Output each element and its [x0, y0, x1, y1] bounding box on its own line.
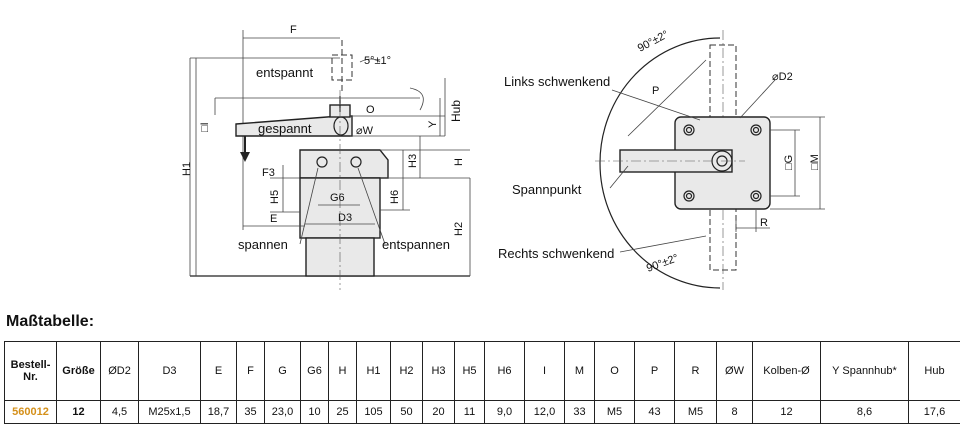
- label-G6: G6: [330, 192, 345, 204]
- label-O: O: [366, 104, 375, 116]
- column-header: I: [524, 341, 565, 401]
- label-F3: F3: [262, 167, 275, 179]
- table-cell: 50: [390, 400, 423, 424]
- table-cell: 23,0: [264, 400, 301, 424]
- label-angle-bottom: 90°±2°: [645, 252, 680, 275]
- table-cell: M25x1,5: [138, 400, 201, 424]
- label-H1: H1: [181, 162, 193, 176]
- table-cell: M5: [674, 400, 717, 424]
- top-view: 90°±2° Links schwenkend P ⌀D2 □G □M Span…: [498, 28, 825, 290]
- column-header: H6: [484, 341, 525, 401]
- table-cell: 12: [56, 400, 101, 424]
- table-cell: 105: [356, 400, 391, 424]
- table-cell: 10: [300, 400, 329, 424]
- label-D3: D3: [338, 212, 352, 224]
- column-header: R: [674, 341, 717, 401]
- label-F: F: [290, 24, 297, 36]
- table-cell: 11: [454, 400, 485, 424]
- column-header: D3: [138, 341, 201, 401]
- label-P: P: [652, 85, 659, 97]
- column-header: P: [634, 341, 675, 401]
- column-header: H1: [356, 341, 391, 401]
- label-H5: H5: [269, 190, 281, 204]
- table-cell: M5: [594, 400, 635, 424]
- label-M: □M: [809, 154, 821, 170]
- column-header: G: [264, 341, 301, 401]
- label-E: E: [270, 213, 277, 225]
- label-rechts-schwenkend: Rechts schwenkend: [498, 246, 614, 261]
- table-cell: 25: [328, 400, 357, 424]
- table-cell: 9,0: [484, 400, 525, 424]
- table-cell: 17,6: [908, 400, 960, 424]
- table-cell: 4,5: [100, 400, 139, 424]
- column-header: Y Spannhub*: [820, 341, 909, 401]
- order-number-cell[interactable]: 560012: [4, 400, 57, 424]
- label-D2: ⌀D2: [772, 71, 793, 83]
- label-W: ⌀W: [356, 125, 374, 137]
- table-cell: 43: [634, 400, 675, 424]
- column-header: E: [200, 341, 237, 401]
- label-links-schwenkend: Links schwenkend: [504, 74, 610, 89]
- side-view: F entspannt 5°±1° O gespannt ⌀W □I Y Hub…: [181, 24, 471, 290]
- label-entspannt: entspannt: [256, 65, 313, 80]
- column-header: ØW: [716, 341, 753, 401]
- label-I: □I: [199, 122, 211, 132]
- label-H2: H2: [453, 222, 465, 236]
- table-cell: 8,6: [820, 400, 909, 424]
- label-angle-top: 90°±2°: [636, 28, 671, 54]
- label-H: H: [453, 158, 465, 166]
- column-header: Bestell-Nr.: [4, 341, 57, 401]
- label-G: □G: [783, 155, 795, 170]
- column-header: Größe: [56, 341, 101, 401]
- table-cell: 8: [716, 400, 753, 424]
- column-header: G6: [300, 341, 329, 401]
- column-header: ØD2: [100, 341, 139, 401]
- column-header: H2: [390, 341, 423, 401]
- table-cell: 18,7: [200, 400, 237, 424]
- label-entspannen: entspannen: [382, 237, 450, 252]
- column-header: M: [564, 341, 595, 401]
- column-header: Kolben-Ø: [752, 341, 821, 401]
- table-cell: 12: [752, 400, 821, 424]
- label-Y: Y: [427, 120, 439, 128]
- table-cell: 20: [422, 400, 455, 424]
- label-angle: 5°±1°: [364, 55, 391, 67]
- label-R: R: [760, 217, 768, 229]
- column-header: O: [594, 341, 635, 401]
- column-header: F: [236, 341, 265, 401]
- column-header: Hub: [908, 341, 960, 401]
- column-header: H5: [454, 341, 485, 401]
- table-cell: 33: [564, 400, 595, 424]
- label-H6: H6: [389, 190, 401, 204]
- column-header: H: [328, 341, 357, 401]
- label-Hub: Hub: [449, 100, 463, 122]
- table-cell: 35: [236, 400, 265, 424]
- column-header: H3: [422, 341, 455, 401]
- table-cell: 12,0: [524, 400, 565, 424]
- label-spannen: spannen: [238, 237, 288, 252]
- label-spannpunkt: Spannpunkt: [512, 182, 582, 197]
- table-title: Maßtabelle:: [6, 313, 95, 330]
- label-gespannt: gespannt: [258, 121, 312, 136]
- label-H3: H3: [407, 154, 419, 168]
- technical-drawing: F entspannt 5°±1° O gespannt ⌀W □I Y Hub…: [181, 24, 825, 290]
